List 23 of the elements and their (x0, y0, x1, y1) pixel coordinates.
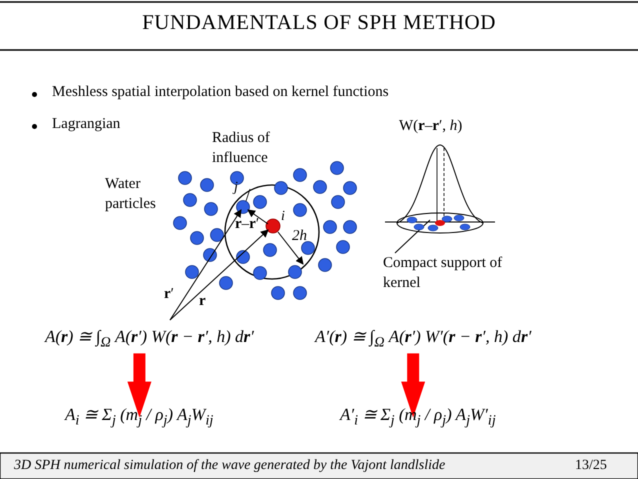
part-label: Radius of influence (212, 129, 271, 168)
part-label: r′ (164, 286, 174, 303)
page-number: 13/25 (575, 458, 607, 474)
part-label: Water particles (105, 175, 157, 214)
equation: A(r) ≅ ∫$_{Ω}$ A(r′) W(r − r′, h) dr′ (45, 326, 254, 352)
function-label: W(r–r′, h) (399, 118, 462, 135)
equation: A′$_{i}$ ≅ Σ$_{j}$ (m$_{j}$ / ρ$_{j}$) A$_{j}$W′$_{ij}$ (340, 404, 496, 430)
text: Meshless spatial interpolation based on kernel functions (52, 84, 389, 101)
block-arrow (401, 353, 426, 418)
part-label: i (281, 209, 285, 225)
leader-line (394, 220, 430, 254)
text: Lagrangian (52, 116, 120, 133)
kernel-drawing (385, 118, 497, 236)
part-label: 2h (292, 228, 307, 245)
slide-title: FUNDAMENTALS OF SPH METHOD (141, 10, 497, 35)
part-label: Compact support of kernel (383, 253, 503, 293)
equation: A′(r) ≅ ∫$_{Ω}$ A(r′) W′(r − r′, h) dr′ (315, 326, 532, 352)
footer-text: 3D SPH numerical simulation of the wave generated by the Vajont landlslide (14, 458, 446, 474)
part-label: j (234, 180, 238, 196)
block-arrow (127, 353, 152, 418)
part-label: r–r′ (235, 216, 260, 233)
part-label: r (199, 293, 206, 310)
equation: A$_{i}$ ≅ Σ$_{j}$ (m$_{j}$ / ρ$_{j}$) A$_{j}$W$_{ij}$ (65, 404, 214, 430)
